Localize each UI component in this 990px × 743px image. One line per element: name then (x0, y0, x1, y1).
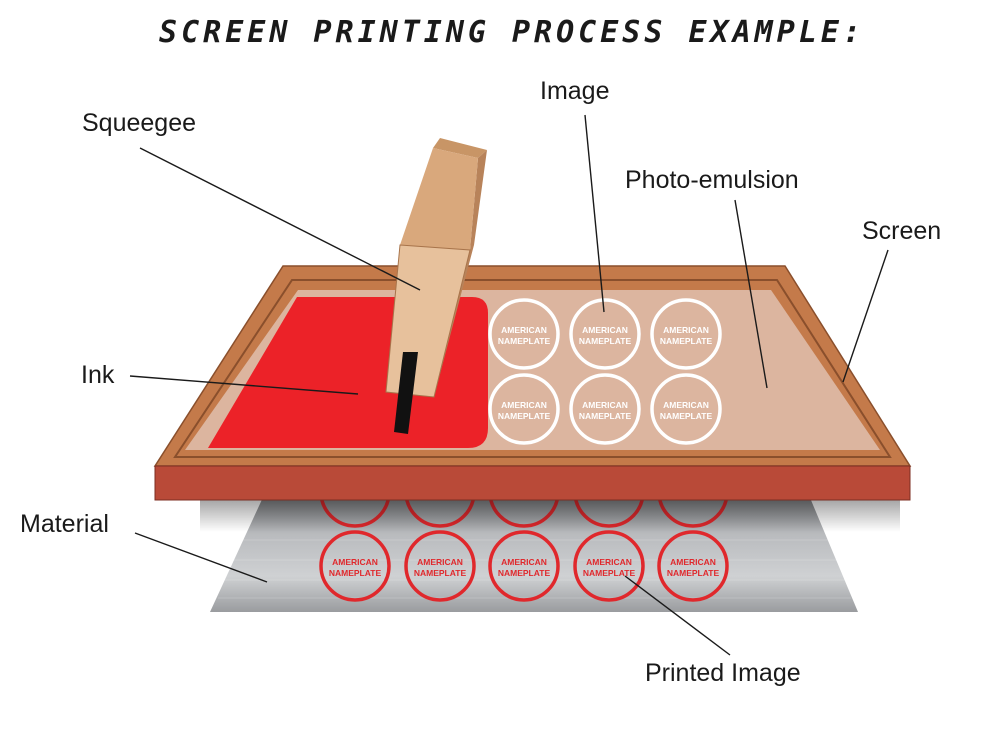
image-label: Image (540, 77, 609, 105)
printed-image-label: Printed Image (645, 659, 801, 687)
frame-shadow (200, 500, 900, 532)
badge-text: AMERICAN (582, 400, 628, 410)
badge-text: AMERICAN (586, 557, 632, 567)
badge-ring (569, 298, 641, 370)
badge-text: AMERICAN (663, 400, 709, 410)
badge-text: AMERICAN (417, 557, 463, 567)
squeegee-top (433, 138, 487, 158)
badge-text: AMERICAN (501, 400, 547, 410)
material-label: Material (20, 510, 109, 538)
badge-ring (488, 298, 560, 370)
badge-ring (488, 373, 560, 445)
badge-text: NAMEPLATE (414, 568, 467, 578)
badge-text: NAMEPLATE (498, 336, 551, 346)
badge-text: AMERICAN (501, 557, 547, 567)
badge-text: NAMEPLATE (660, 336, 713, 346)
ink-label: Ink (81, 361, 115, 389)
printed-image-leader (624, 575, 731, 656)
badge-text: NAMEPLATE (667, 568, 720, 578)
badge-text: AMERICAN (663, 325, 709, 335)
squeegee-leader (139, 147, 421, 291)
squeegee-blade (394, 352, 418, 434)
screen-frame-front (154, 465, 911, 501)
badge-text: NAMEPLATE (579, 411, 632, 421)
screen-frame-inner-edge (173, 279, 892, 458)
screen-label: Screen (862, 217, 941, 245)
badge-text: AMERICAN (582, 325, 628, 335)
leader-lines (129, 114, 889, 656)
badge-text: NAMEPLATE (583, 568, 636, 578)
photo-emulsion-leader (734, 199, 768, 389)
badge-ring (650, 298, 722, 370)
squeegee-back (400, 148, 478, 250)
badge-text: NAMEPLATE (579, 336, 632, 346)
diagram-title: SCREEN PRINTING PROCESS EXAMPLE: (159, 15, 865, 50)
badge-text: NAMEPLATE (498, 411, 551, 421)
material-leader (134, 532, 268, 583)
photo-emulsion-label: Photo-emulsion (625, 166, 799, 194)
badge-ring (650, 373, 722, 445)
badge-text: AMERICAN (670, 557, 716, 567)
badge-text: AMERICAN (332, 557, 378, 567)
squeegee-side (434, 150, 487, 397)
image-group: AMERICANNAMEPLATEAMERICANNAMEPLATEAMERIC… (488, 298, 722, 445)
badge-text: AMERICAN (501, 325, 547, 335)
screen-leader (842, 249, 889, 383)
badge-text: NAMEPLATE (660, 411, 713, 421)
badge-text: NAMEPLATE (498, 568, 551, 578)
squeegee-label: Squeegee (82, 109, 196, 137)
badge-ring (569, 373, 641, 445)
image-leader (584, 114, 605, 313)
ink-leader (129, 375, 359, 395)
badge-text: NAMEPLATE (329, 568, 382, 578)
